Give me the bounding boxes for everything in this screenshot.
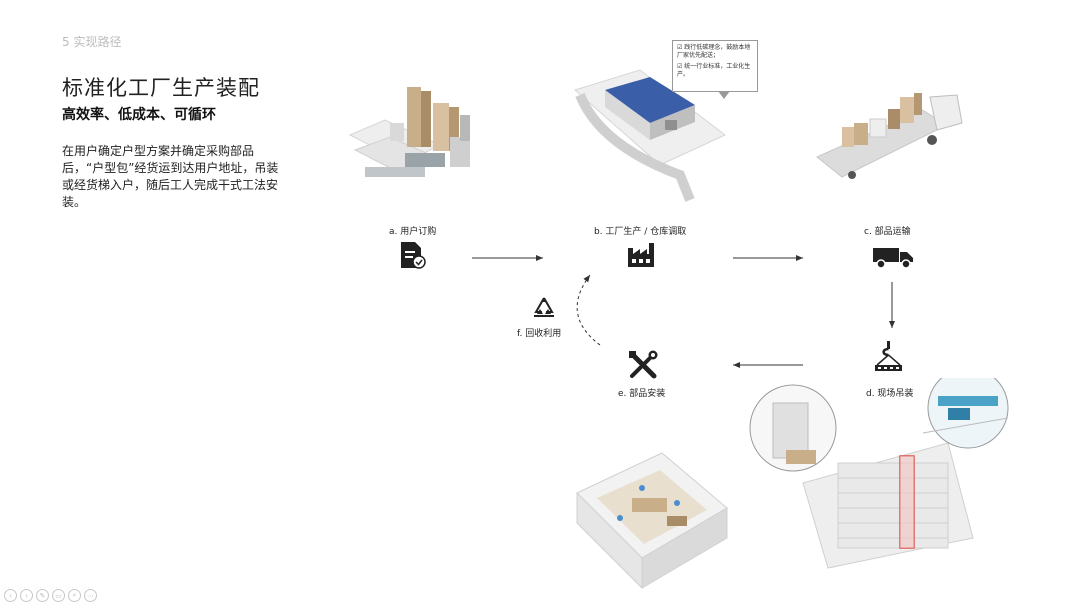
recycle-icon [534, 297, 554, 317]
factory-icon [628, 243, 654, 267]
page-subtitle: 高效率、低成本、可循环 [62, 107, 216, 123]
step-a-label: a. 用户订购 [389, 227, 437, 237]
crane-hook-icon [875, 341, 902, 371]
callout-tail [718, 91, 730, 99]
next-slide-button[interactable]: › [20, 589, 33, 602]
callout-bubble: ☑ 践行低碳理念，鼓励本地厂家优先配送； ☑ 统一行业标准，工业化生产。 [672, 40, 758, 92]
previous-slide-button[interactable]: ‹ [4, 589, 17, 602]
step-c-label: c. 部品运输 [864, 227, 911, 237]
order-document-icon [401, 242, 426, 269]
page-description: 在用户确定户型方案并确定采购部品后，“户型包”经货运到达用户地址，吊装或经货梯入… [62, 144, 279, 209]
zoom-button[interactable]: ⌕ [68, 589, 81, 602]
step-f-label: f. 回收利用 [517, 329, 562, 339]
arrow-e-to-b-dashed [576, 274, 601, 346]
step-d-label: d. 现场吊装 [866, 389, 914, 399]
hoisting-illustration [749, 378, 1009, 569]
slides-view-button[interactable]: ▭ [52, 589, 65, 602]
more-options-button[interactable]: ⋯ [84, 589, 97, 602]
factory-illustration [574, 69, 726, 202]
callout-item-2: ☑ 统一行业标准，工业化生产。 [677, 63, 751, 78]
truck-icon [873, 248, 913, 269]
step-b-label: b. 工厂生产 / 仓库调取 [594, 227, 687, 237]
components-illustration [348, 87, 470, 177]
step-e-label: e. 部品安装 [618, 389, 666, 399]
pen-tool-button[interactable]: ✎ [36, 589, 49, 602]
truck-illustration [816, 93, 963, 179]
page-title: 标准化工厂生产装配 [62, 76, 260, 100]
room-illustration [576, 452, 728, 590]
section-label: 5 实现路径 [62, 35, 122, 49]
tools-icon [629, 350, 658, 379]
callout-item-1: ☑ 践行低碳理念，鼓励本地厂家优先配送； [677, 44, 751, 59]
presentation-toolbar: ‹ › ✎ ▭ ⌕ ⋯ [4, 589, 97, 602]
